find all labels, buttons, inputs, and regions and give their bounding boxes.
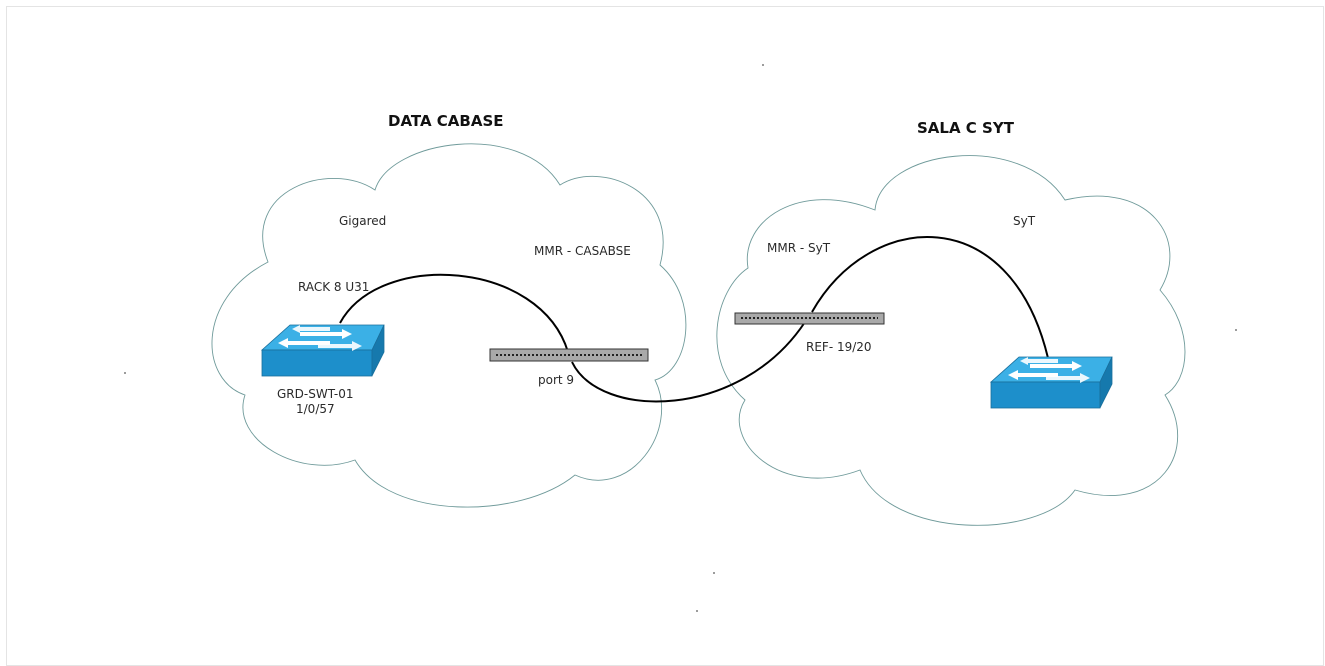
switch-name-label: GRD-SWT-01 — [277, 387, 354, 401]
cloud-data-cabase — [211, 143, 687, 508]
network-switch-icon — [260, 324, 385, 377]
patch-port-label: port 9 — [538, 373, 575, 387]
patch-panel-icon — [489, 348, 649, 362]
network-label-right: SyT — [1013, 214, 1036, 228]
network-label-left: Gigared — [339, 214, 387, 228]
cable-patch-left-to-patch-right — [571, 321, 806, 403]
rack-label: RACK 8 U31 — [298, 280, 370, 294]
cable-patch-right-to-switch — [811, 236, 1049, 359]
patch-panel-icon — [734, 312, 885, 325]
patch-ref-label: REF- 19/20 — [806, 340, 872, 354]
switch-port-label: 1/0/57 — [296, 402, 335, 416]
network-switch-icon — [989, 356, 1113, 409]
stray-dots — [124, 64, 1237, 612]
site-title-right: SALA C SYT — [917, 119, 1014, 137]
site-title-left: DATA CABASE — [388, 112, 504, 130]
cloud-sala-c-syt — [716, 155, 1186, 526]
cable-switch-to-patch-left — [339, 273, 569, 353]
mmr-label-right: MMR - SyT — [767, 241, 831, 255]
mmr-label-left: MMR - CASABSE — [534, 244, 631, 258]
